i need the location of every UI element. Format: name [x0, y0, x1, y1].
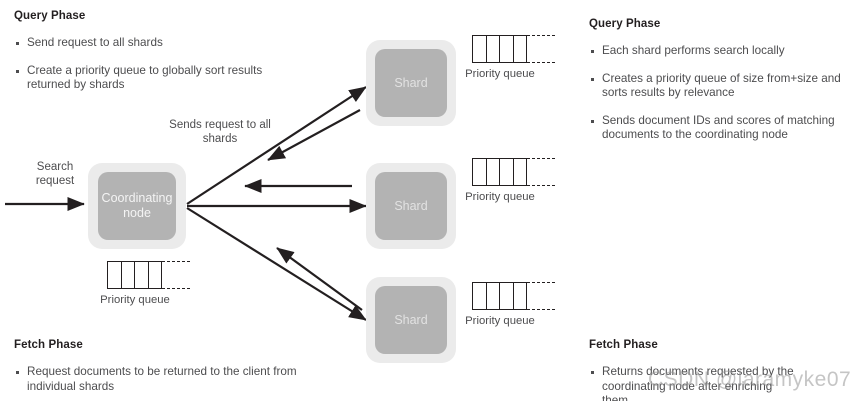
- queue-cell: [473, 283, 487, 309]
- priority-queue-cells-1: [472, 35, 527, 63]
- priority-queue-3: Priority queue: [465, 282, 558, 342]
- left-fetch-phase-title: Fetch Phase: [14, 339, 83, 351]
- queue-dash-top: [527, 35, 555, 36]
- queue-dash-top: [527, 282, 555, 283]
- right-fetch-phase-list: Returns documents requested by the coord…: [589, 365, 799, 401]
- queue-dash-bottom: [527, 309, 555, 310]
- right-query-phase-list: Each shard performs search locally Creat…: [589, 44, 851, 156]
- priority-queue-1: Priority queue: [465, 35, 558, 95]
- shard-label-2: Shard: [375, 172, 447, 240]
- list-item: Sends document IDs and scores of matchin…: [589, 114, 851, 143]
- shard-node-2[interactable]: Shard: [366, 163, 456, 249]
- left-query-phase-list: Send request to all shards Create a prio…: [14, 36, 264, 106]
- queue-cell: [487, 159, 500, 185]
- list-item: Create a priority queue to globally sort…: [14, 64, 264, 93]
- arrow-shard-1-to-node: [267, 109, 361, 161]
- queue-dash-top: [162, 261, 190, 262]
- watermark-text: CSDN @laramyke07: [648, 368, 852, 391]
- list-item: Request documents to be returned to the …: [14, 365, 299, 394]
- list-item: Returns documents requested by the coord…: [589, 365, 799, 401]
- coordinating-node-label: Coordinating node: [98, 172, 176, 240]
- queue-cell: [135, 262, 149, 288]
- queue-cell: [473, 159, 487, 185]
- priority-queue-caption-1: Priority queue: [465, 68, 535, 80]
- priority-queue-cells-3: [472, 282, 527, 310]
- priority-queue-caption-2: Priority queue: [465, 191, 535, 203]
- coordinating-node[interactable]: Coordinating node: [88, 163, 186, 249]
- queue-cell: [514, 36, 527, 62]
- queue-cell: [500, 159, 514, 185]
- shard-label-1: Shard: [375, 49, 447, 117]
- search-request-label: Search request: [35, 161, 75, 187]
- queue-cell: [500, 283, 514, 309]
- queue-cell: [122, 262, 135, 288]
- priority-queue-coordinating: Priority queue: [100, 261, 193, 321]
- left-fetch-phase-list: Request documents to be returned to the …: [14, 365, 299, 401]
- queue-dash-bottom: [162, 288, 190, 289]
- right-query-phase-title: Query Phase: [589, 18, 661, 30]
- arrow-node-to-shard-3: [186, 207, 367, 321]
- queue-cell: [487, 283, 500, 309]
- left-query-phase-title: Query Phase: [14, 10, 86, 22]
- list-item: Send request to all shards: [14, 36, 264, 51]
- priority-queue-cells-4: [107, 261, 162, 289]
- shard-label-3: Shard: [375, 286, 447, 354]
- priority-queue-caption-4: Priority queue: [100, 294, 170, 306]
- queue-dash-bottom: [527, 62, 555, 63]
- queue-cell: [514, 159, 527, 185]
- shard-node-1[interactable]: Shard: [366, 40, 456, 126]
- queue-dash-bottom: [527, 185, 555, 186]
- priority-queue-cells-2: [472, 158, 527, 186]
- queue-dash-top: [527, 158, 555, 159]
- queue-cell: [500, 36, 514, 62]
- shard-node-3[interactable]: Shard: [366, 277, 456, 363]
- sends-request-label: Sends request to all shards: [169, 119, 271, 145]
- priority-queue-caption-3: Priority queue: [465, 315, 535, 327]
- right-fetch-phase-title: Fetch Phase: [589, 339, 658, 351]
- queue-cell: [487, 36, 500, 62]
- priority-queue-2: Priority queue: [465, 158, 558, 218]
- queue-cell: [149, 262, 162, 288]
- arrow-shard-3-to-node: [276, 247, 363, 311]
- queue-cell: [473, 36, 487, 62]
- queue-cell: [514, 283, 527, 309]
- list-item: Creates a priority queue of size from+si…: [589, 72, 851, 101]
- queue-cell: [108, 262, 122, 288]
- list-item: Each shard performs search locally: [589, 44, 851, 59]
